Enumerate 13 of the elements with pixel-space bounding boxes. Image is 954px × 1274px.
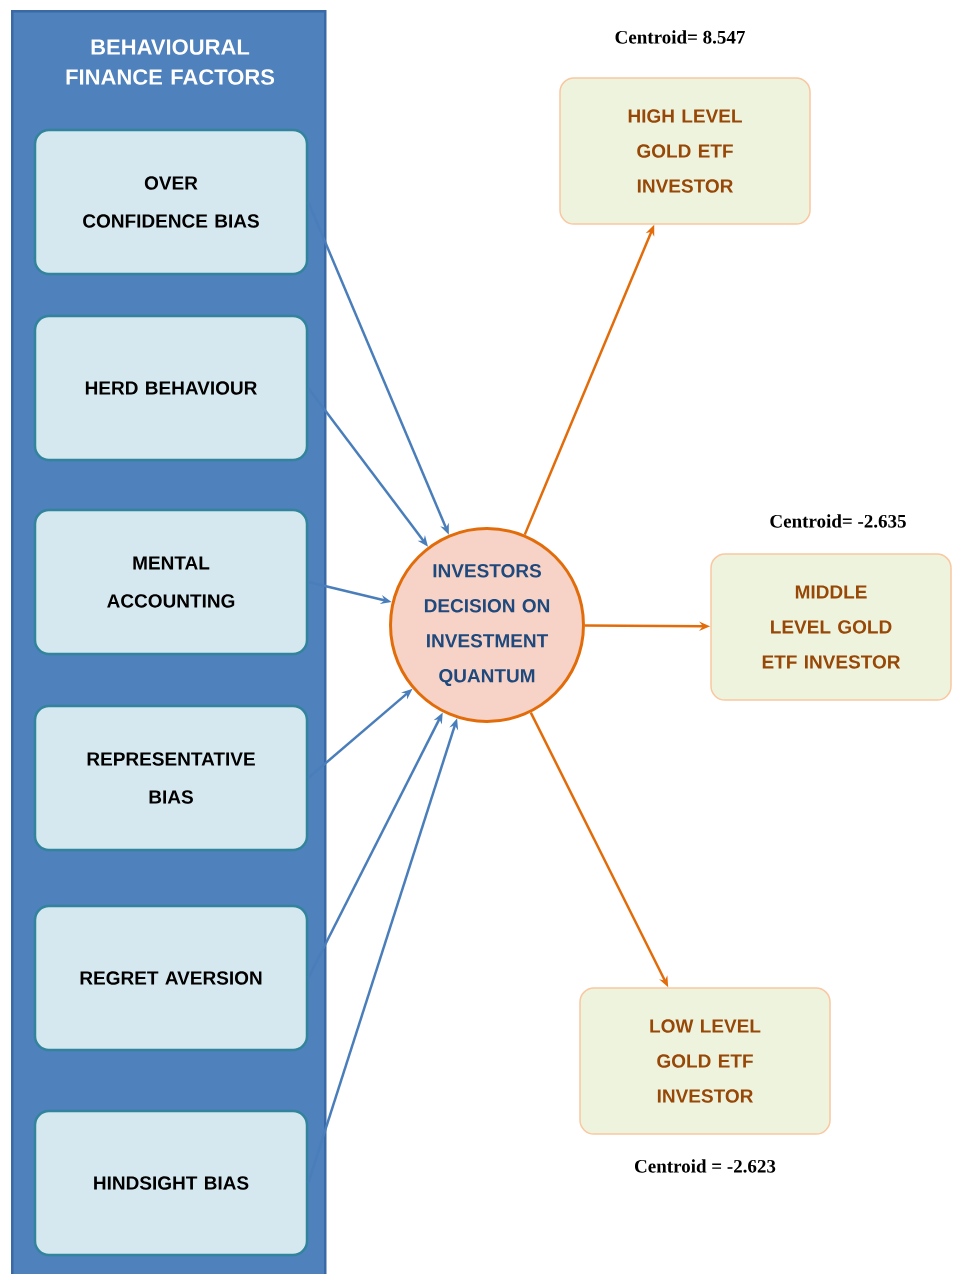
factor-box: HERD BEHAVIOUR <box>33 314 309 462</box>
factor-box: OVER CONFIDENCE BIAS <box>33 128 309 276</box>
factor-box: REGRET AVERSION <box>33 904 309 1052</box>
investor-box: LOW LEVEL GOLD ETF INVESTOR <box>579 987 831 1135</box>
factor-box: MENTAL ACCOUNTING <box>33 508 309 656</box>
investor-box: HIGH LEVEL GOLD ETF INVESTOR <box>559 77 811 225</box>
centroid-label: Centroid= -2.635 <box>770 514 906 528</box>
panel-heading: BEHAVIOURAL FINANCE FACTORS <box>66 39 275 85</box>
factor-box: HINDSIGHT BIAS <box>33 1109 309 1257</box>
centroid-label: Centroid= 8.547 <box>615 30 745 44</box>
factor-box: REPRESENTATIVE BIAS <box>33 704 309 852</box>
investor-box: MIDDLE LEVEL GOLD ETF INVESTOR <box>710 553 952 701</box>
centroid-label: Centroid = -2.623 <box>635 1159 776 1173</box>
